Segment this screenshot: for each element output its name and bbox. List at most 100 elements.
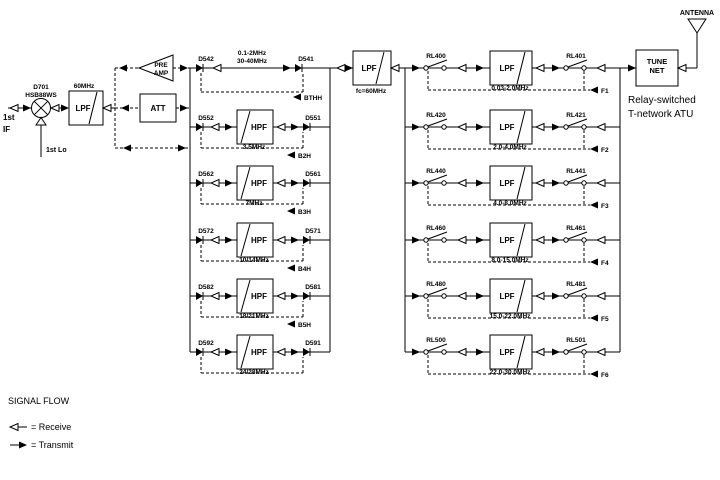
flow-arrow-icon (590, 86, 598, 94)
relay-label: RL420 (426, 112, 446, 119)
tuner-label: TUNE (647, 57, 667, 66)
receive-arrow-icon (534, 291, 545, 301)
diode-icon (295, 64, 302, 72)
lpf-box (489, 334, 533, 370)
receive-arrow-icon (534, 63, 545, 73)
relay-arm (567, 287, 588, 296)
hpf-label: HPF (251, 236, 267, 245)
freq-label: 22.0-30.0MHz (490, 369, 532, 376)
hpf-box (236, 222, 274, 258)
lpf-box (489, 222, 533, 258)
receive-arrow-icon (275, 291, 286, 301)
receive-arrow-icon (595, 291, 606, 301)
filter-slash (516, 223, 526, 257)
relay-contact (423, 293, 429, 299)
diode-icon (196, 236, 203, 244)
transmit-arrow-icon (476, 348, 484, 356)
bypass-label: B4H (298, 266, 311, 273)
relay-contact (441, 349, 447, 355)
bypass-label: B5H (298, 322, 311, 329)
receive-arrow-icon (335, 63, 346, 73)
hpf-row: D552HPF3.5MHzD551B2H (190, 109, 330, 160)
receive-arrow-icon (275, 235, 286, 245)
receive-arrow-icon (101, 103, 112, 113)
diode-icon (196, 179, 203, 187)
freq-label: 4.0-8.0MHz (493, 200, 527, 207)
lpf-label: LPF (499, 236, 514, 245)
if-lpf-freq-label: 60MHz (74, 83, 95, 90)
freq-label: 8.0-15.0MHz (491, 257, 529, 264)
receive-arrow-icon (676, 63, 687, 73)
diode-ref-label: D562 (198, 171, 214, 178)
receive-arrow-icon (595, 63, 606, 73)
transmit-arrow-icon (291, 348, 299, 356)
freq-label: 3.5MHz (243, 144, 266, 151)
transmit-arrow-icon (552, 292, 560, 300)
lpf-box (489, 50, 533, 86)
lpf-label: LPF (499, 64, 514, 73)
transmit-arrow-icon (225, 292, 233, 300)
receive-arrow-icon (456, 122, 467, 132)
relay-label: RL400 (426, 53, 446, 60)
receive-arrow-icon (534, 122, 545, 132)
hpf-box (236, 278, 274, 314)
hpf-label: HPF (251, 179, 267, 188)
diode-icon (303, 348, 310, 356)
atu-caption: T-network ATU (628, 109, 693, 120)
relay-contact (423, 124, 429, 130)
if-lpf-box (68, 90, 104, 126)
flow-arrow-icon (590, 314, 598, 322)
transmit-arrow-icon (180, 64, 188, 72)
receive-arrow-icon (49, 103, 60, 113)
transmit-arrow-icon (552, 348, 560, 356)
transmit-arrow-icon (412, 348, 420, 356)
diode-icon (196, 64, 203, 72)
transmit-arrow-icon (291, 179, 299, 187)
filter-slash (516, 51, 526, 85)
atu-caption: Relay-switched (628, 95, 696, 106)
flow-arrow-icon (293, 93, 301, 101)
hpf-box (236, 165, 274, 201)
receive-arrow-icon (275, 122, 286, 132)
relay-label: RL461 (566, 225, 586, 232)
transmit-arrow-icon (552, 179, 560, 187)
hpf-label: HPF (251, 123, 267, 132)
freq-label: 10/14MHz (239, 257, 269, 264)
filter-slash (240, 166, 251, 200)
relay-contact (441, 293, 447, 299)
transmit-arrow-icon (61, 104, 69, 112)
transmit-arrow-icon (225, 348, 233, 356)
relay-contact (563, 124, 569, 130)
legend-receive-label: = Receive (31, 422, 71, 432)
transmit-arrow-icon (552, 236, 560, 244)
band-label: F1 (601, 88, 609, 95)
diode-ref-label: D582 (198, 284, 214, 291)
receive-arrow-icon (275, 178, 286, 188)
hpf-row: D572HPF10/14MHzD571B4H (190, 222, 330, 273)
diode-icon (303, 236, 310, 244)
antenna-label: ANTENNA (680, 10, 714, 17)
hpf-label: HPF (251, 292, 267, 301)
receive-arrow-icon (8, 103, 19, 113)
transmit-arrow-icon (225, 123, 233, 131)
freq-label: 18/21MHz (239, 313, 269, 320)
diode-icon (196, 292, 203, 300)
relay-label: RL421 (566, 112, 586, 119)
att-label: ATT (151, 104, 166, 113)
relay-label: RL500 (426, 337, 446, 344)
filter-slash (240, 279, 251, 313)
flow-arrow-icon (287, 207, 295, 215)
freq-label: 0.1-2MHz (238, 50, 267, 57)
relay-contact (581, 349, 587, 355)
if-lpf-label: LPF (75, 104, 90, 113)
flow-arrow-icon (287, 320, 295, 328)
receive-arrow-icon (389, 63, 400, 73)
